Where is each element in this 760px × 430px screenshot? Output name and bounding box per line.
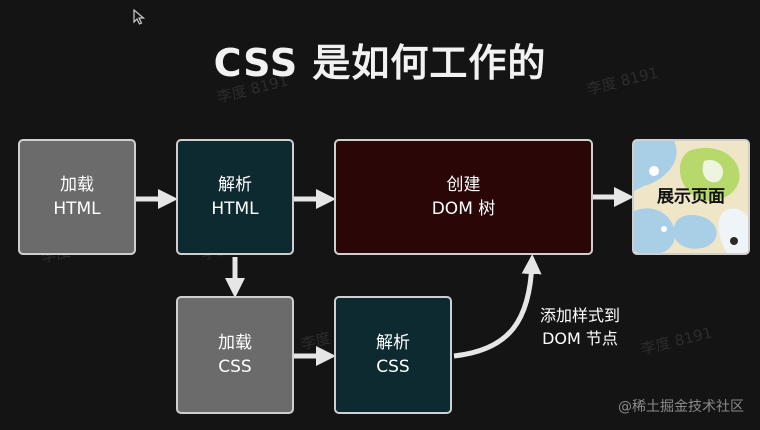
node-create-dom: 创建 DOM 树 — [334, 139, 593, 255]
node-load-html: 加载 HTML — [18, 139, 136, 255]
edge-label-line1: 添加样式到 — [539, 306, 620, 325]
node-create-dom-line2: DOM 树 — [431, 199, 496, 219]
node-parse-html-line2: HTML — [211, 199, 259, 219]
node-parse-css: 解析 CSS — [334, 296, 452, 414]
node-parse-css-line2: CSS — [376, 357, 410, 377]
node-load-html-line2: HTML — [53, 199, 101, 219]
node-display-page: 展示页面 — [632, 139, 750, 255]
node-parse-css-line1: 解析 — [376, 333, 410, 353]
mouse-pointer-icon — [133, 9, 145, 25]
source-credit: @稀土掘金技术社区 — [618, 399, 744, 415]
page-title: CSS 是如何工作的 — [213, 41, 547, 85]
node-load-css-line1: 加载 — [218, 333, 252, 353]
display-page-pattern-image — [634, 141, 748, 253]
edge-label-add-styles: 添加样式到 DOM 节点 — [528, 304, 632, 350]
node-parse-html-line1: 解析 — [218, 175, 252, 195]
arrow-parse-css-to-dom — [453, 254, 542, 359]
node-create-dom-line1: 创建 — [446, 175, 481, 195]
node-load-css: 加载 CSS — [176, 296, 294, 414]
node-display-page-label: 展示页面 — [657, 187, 725, 207]
node-load-html-line1: 加载 — [60, 175, 94, 195]
node-parse-html: 解析 HTML — [176, 139, 294, 255]
node-load-css-line2: CSS — [218, 357, 252, 377]
edge-label-line2: DOM 节点 — [542, 329, 618, 348]
